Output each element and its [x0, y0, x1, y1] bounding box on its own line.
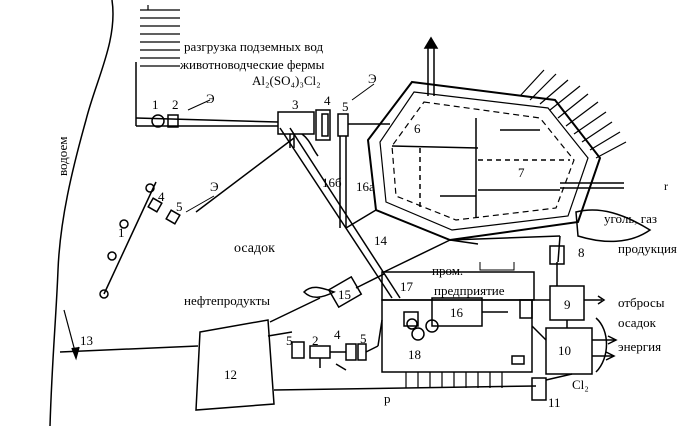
number-2a: 2: [172, 97, 179, 112]
number-4c: 4: [334, 327, 341, 342]
number-5c-right: 5: [360, 331, 367, 346]
number-4b: 4: [158, 189, 165, 204]
label-water-body: водоем: [55, 136, 70, 176]
number-8: 8: [578, 245, 585, 260]
number-7: 7: [518, 165, 525, 180]
label-coal-gas: уголь, газ: [604, 211, 657, 226]
water-flow-arrowhead: [71, 346, 80, 361]
pond-hatching: [519, 69, 627, 159]
unit-5: [337, 113, 349, 137]
bottom-hatching: [405, 372, 503, 388]
water-flow-arrow: [63, 309, 77, 356]
label-chlorine: Cl₂: [572, 377, 589, 392]
coal-gas-vessel: [575, 209, 652, 243]
number-2c: 2: [312, 333, 319, 348]
pond-mid: [379, 91, 589, 231]
label-petroleum: нефтепродукты: [184, 293, 271, 308]
number-10: 10: [558, 343, 571, 358]
label-enterprise-2: предприятие: [434, 283, 505, 298]
number-5a: 5: [342, 99, 349, 114]
number-5b: 5: [176, 199, 183, 214]
number-17: 17: [400, 279, 413, 294]
number-16a: 16а: [356, 179, 375, 194]
number-18: 18: [408, 347, 421, 362]
number-15: 15: [338, 287, 351, 302]
number-16: 16: [450, 305, 463, 320]
label-residue: осадок: [618, 315, 656, 330]
pump-1: [151, 114, 165, 128]
label-enterprise-1: пром.: [432, 263, 464, 278]
enterprise-block: [381, 299, 533, 373]
number-1b: 1: [118, 225, 125, 240]
number-6: 6: [414, 121, 421, 136]
label-sediment: осадок: [234, 241, 275, 256]
pipe-top: [135, 117, 279, 123]
number-16b: 16б: [322, 175, 342, 190]
unit-2: [167, 114, 179, 128]
number-1a: 1: [152, 97, 159, 112]
number-13: 13: [80, 333, 93, 348]
label-energy-1: Э: [206, 91, 215, 106]
label-reagents: Al₂(SO₄)₃Cl₂: [252, 73, 321, 88]
label-product: продукция: [618, 241, 677, 256]
number-14: 14: [374, 233, 387, 248]
number-11: 11: [548, 395, 561, 410]
label-energy-3: Э: [210, 179, 219, 194]
label-energy-2: Э: [368, 71, 377, 86]
unit-3: [277, 111, 315, 135]
unit-11: [531, 377, 547, 401]
river-bank: [49, 0, 114, 426]
number-12: 12: [224, 367, 237, 382]
number-9: 9: [564, 297, 571, 312]
number-3: 3: [292, 97, 299, 112]
unit-8: [549, 245, 565, 265]
label-r-bottom: р: [384, 391, 391, 406]
label-r-top: r: [664, 179, 668, 193]
label-energy: энергия: [618, 339, 662, 354]
top-hatching: [135, 5, 180, 126]
number-5c-left: 5: [286, 333, 293, 348]
pond-outer: [366, 80, 602, 242]
label-underground-water: разгрузка подземных вод: [184, 39, 324, 54]
pond-inner: [391, 101, 575, 221]
unit-4: [315, 109, 331, 141]
label-waste: отбросы: [618, 295, 665, 310]
unit-15: [327, 275, 363, 309]
label-livestock-farms: животноводческие фермы: [180, 57, 325, 72]
number-4a: 4: [324, 93, 331, 108]
unit-12: [195, 319, 275, 411]
energy-line-1: [187, 99, 211, 111]
